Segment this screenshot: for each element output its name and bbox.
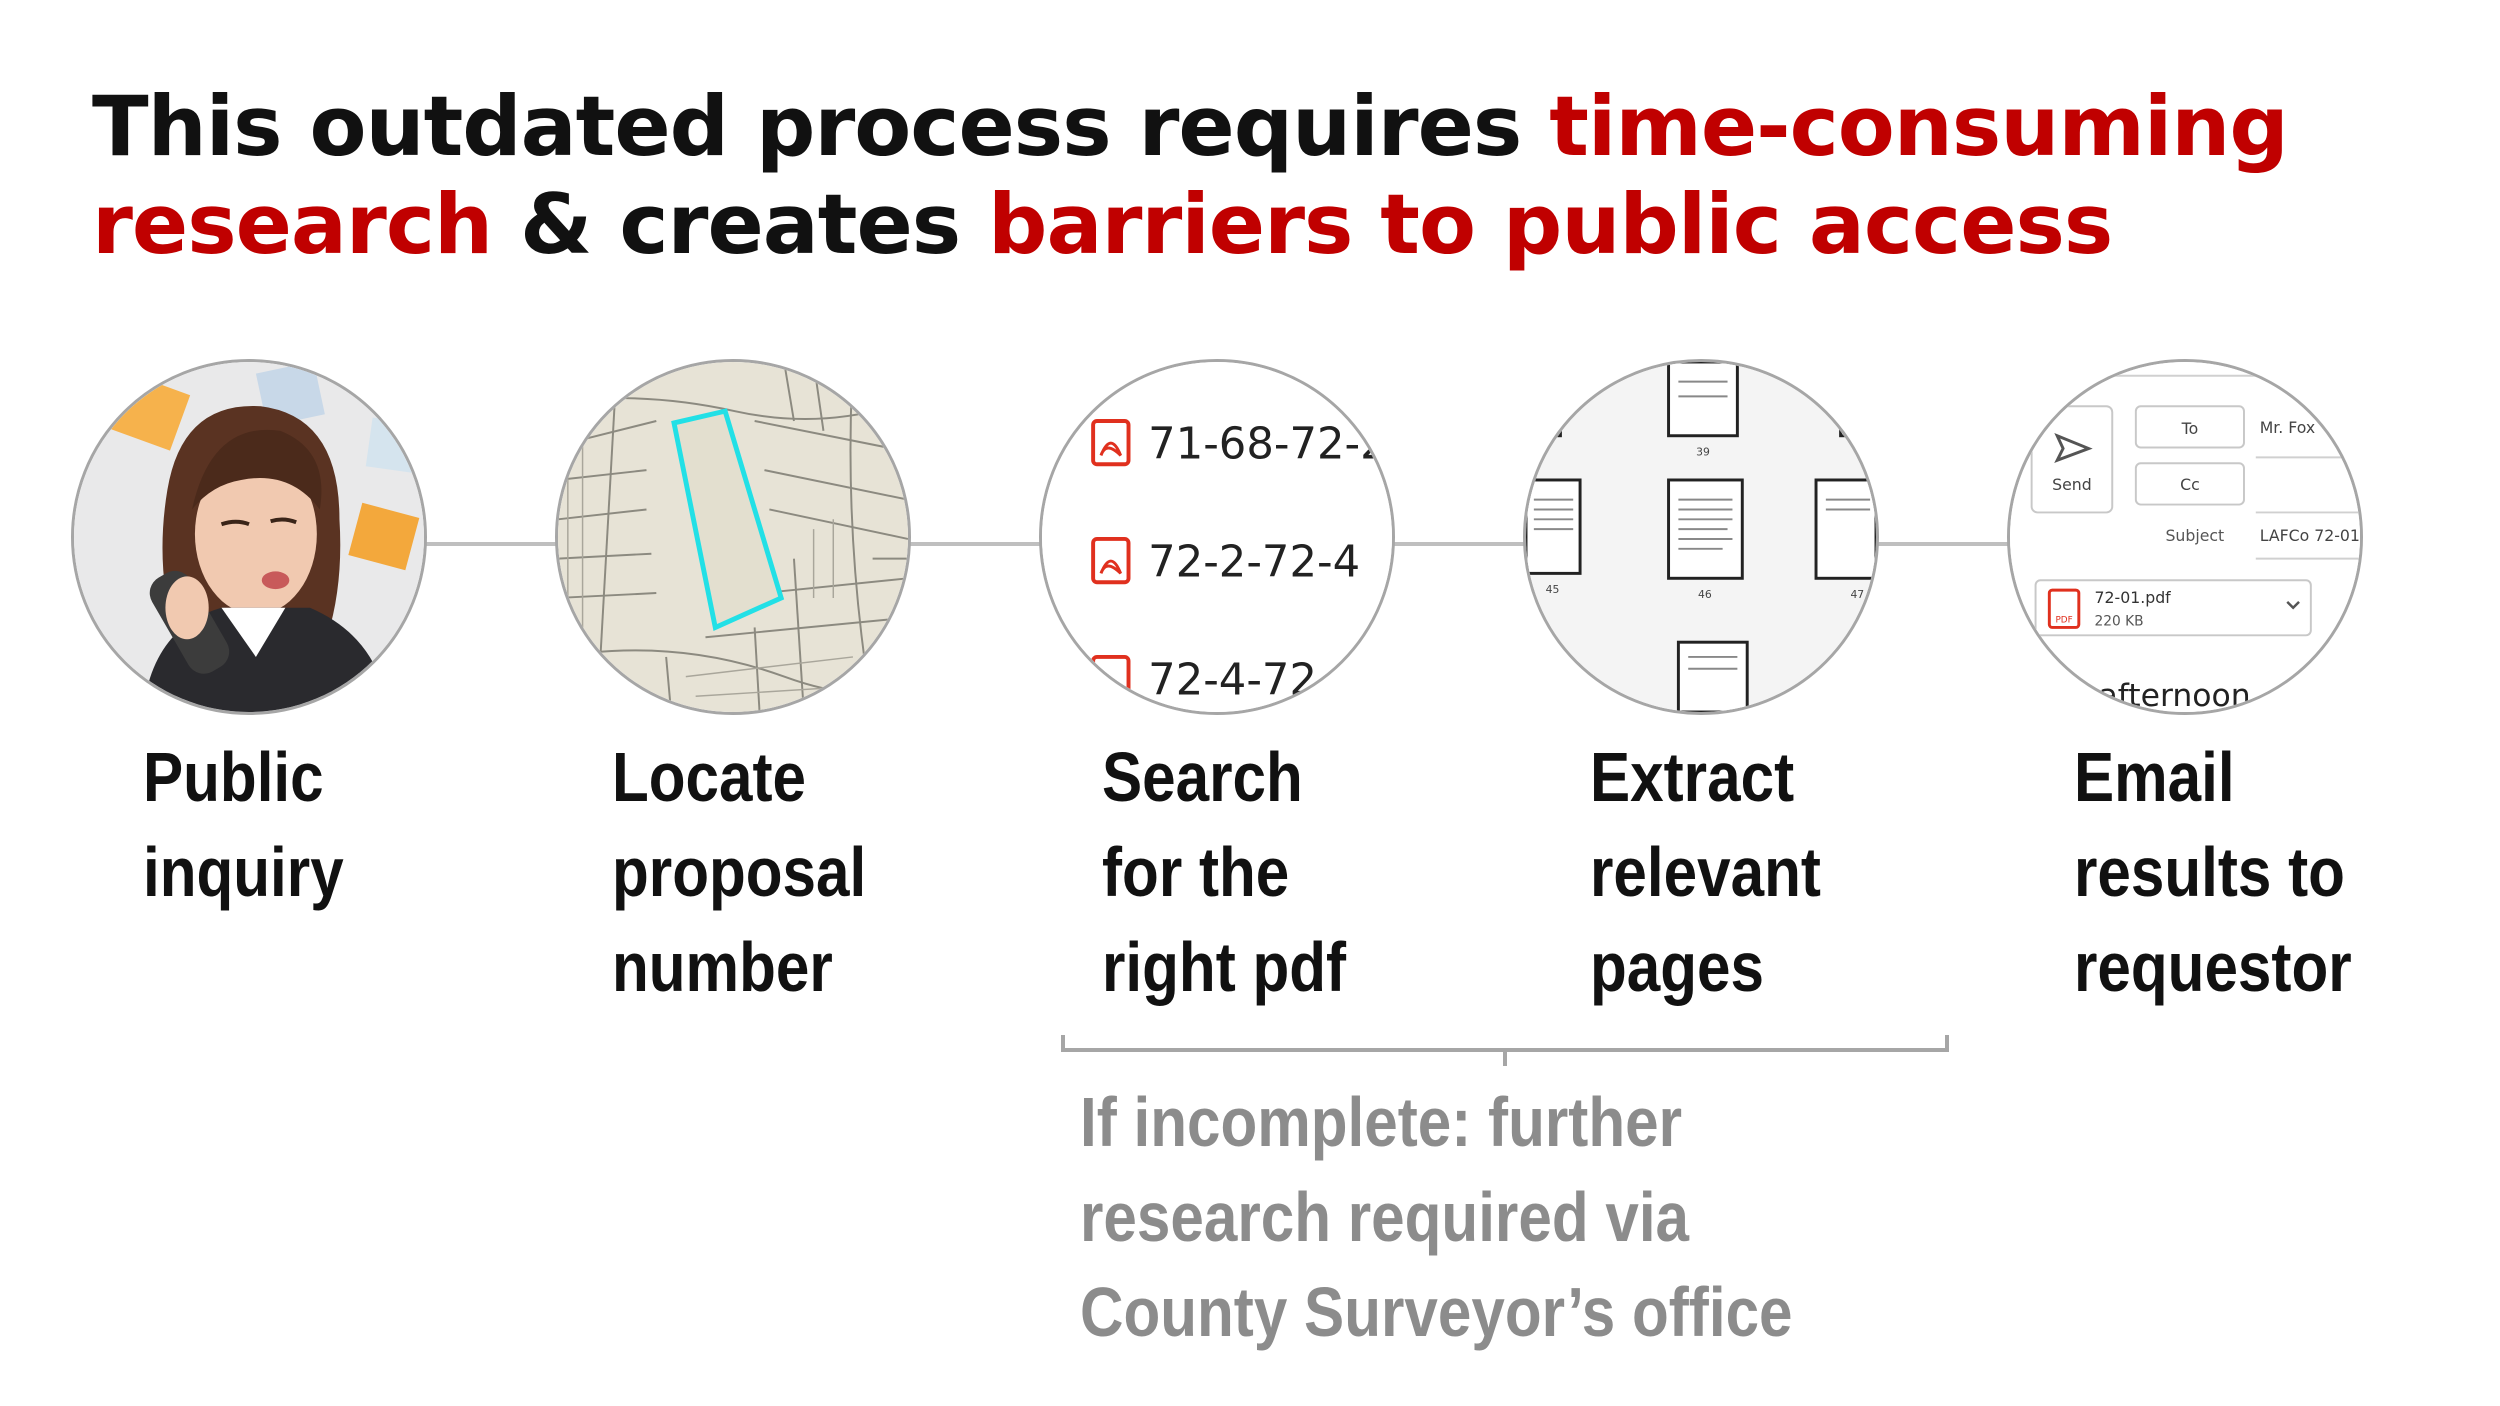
pdf-badge-label: PDF bbox=[2055, 616, 2072, 626]
step-label-line: Search bbox=[1102, 738, 1303, 816]
step-label-line: Public bbox=[143, 738, 324, 816]
title-highlight-1: time-consuming research bbox=[92, 78, 2289, 273]
step-label-line: requestor bbox=[2074, 928, 2352, 1006]
recipient-name: Mr. Fox bbox=[2260, 418, 2316, 437]
parcel-map-image bbox=[555, 359, 911, 715]
pdf-icon bbox=[1091, 419, 1131, 467]
attachment-name: 72-01.pdf bbox=[2095, 588, 2172, 607]
pdf-file-name: 71-68-72-2 bbox=[1148, 419, 1387, 469]
step-label-line: proposal bbox=[612, 833, 867, 911]
page-number: 46 bbox=[1698, 588, 1712, 601]
cc-label: Cc bbox=[2180, 475, 2200, 494]
title-part-1: This outdated process requires bbox=[92, 78, 1550, 175]
pdf-icon bbox=[1091, 654, 1131, 703]
step-label-extract-pages: Extract relevant pages bbox=[1590, 730, 1821, 1015]
title-highlight-2: barriers to public access bbox=[988, 176, 2113, 273]
title-part-2: & creates bbox=[492, 176, 989, 273]
page-number: 45 bbox=[1546, 583, 1560, 596]
pdf-file-name: 72-2-72-4 bbox=[1148, 537, 1360, 587]
page-thumbnails-graphic: 39 45 46 47 bbox=[1526, 362, 1876, 712]
public-inquiry-photo bbox=[71, 359, 427, 715]
page-number: 39 bbox=[1696, 445, 1710, 458]
step-label-line: for the bbox=[1102, 833, 1290, 911]
bracket-connector bbox=[1061, 1035, 1949, 1066]
send-icon bbox=[2054, 432, 2093, 464]
step-label-public-inquiry: Public inquiry bbox=[143, 730, 344, 920]
step-label-line: Extract bbox=[1590, 738, 1795, 816]
page-number: 47 bbox=[1850, 588, 1864, 601]
subject-value: LAFCo 72-01 bbox=[2260, 526, 2360, 545]
pdf-attachment-icon bbox=[2047, 588, 2081, 629]
step-label-search-pdf: Search for the right pdf bbox=[1102, 730, 1346, 1015]
pdf-file-list-graphic: 71-68-72-2 72-2-72-4 72-4-72 bbox=[1042, 362, 1392, 712]
email-compose-image: Send To Cc Mr. Fox Subject LAFCo 72-01 P… bbox=[2007, 359, 2363, 715]
send-button bbox=[2030, 405, 2114, 514]
pdf-file-list-image: 71-68-72-2 72-2-72-4 72-4-72 bbox=[1039, 359, 1395, 715]
to-label: To bbox=[2181, 419, 2199, 438]
highlighted-parcel-boundary bbox=[671, 408, 785, 631]
step-label-line: right pdf bbox=[1102, 928, 1347, 1006]
note-line: research required via bbox=[1080, 1178, 1690, 1256]
note-line: If incomplete: further bbox=[1080, 1083, 1683, 1161]
incomplete-note: If incomplete: further research required… bbox=[1080, 1075, 1793, 1360]
chevron-down-icon bbox=[2286, 601, 2300, 610]
parcel-map-graphic bbox=[558, 362, 908, 712]
step-label-line: results to bbox=[2074, 833, 2345, 911]
slide-title: This outdated process requires time-cons… bbox=[92, 78, 2472, 274]
step-label-locate-proposal: Locate proposal number bbox=[612, 730, 866, 1015]
woman-on-phone-image bbox=[74, 362, 424, 712]
step-label-line: pages bbox=[1590, 928, 1764, 1006]
step-label-line: inquiry bbox=[143, 833, 344, 911]
send-label: Send bbox=[2052, 475, 2092, 494]
cc-button bbox=[2134, 462, 2245, 506]
email-compose-graphic: Send To Cc Mr. Fox Subject LAFCo 72-01 P… bbox=[2010, 362, 2360, 712]
pdf-file-name: 72-4-72 bbox=[1148, 655, 1317, 705]
step-label-line: relevant bbox=[1590, 833, 1821, 911]
step-label-line: Locate bbox=[612, 738, 807, 816]
attachment-card bbox=[2034, 579, 2312, 637]
note-line: County Surveyor’s office bbox=[1080, 1273, 1793, 1351]
step-label-line: Email bbox=[2074, 738, 2235, 816]
page-thumbnails-image: 39 45 46 47 bbox=[1523, 359, 1879, 715]
to-button bbox=[2134, 405, 2245, 449]
step-label-line: number bbox=[612, 928, 833, 1006]
subject-label: Subject bbox=[2165, 526, 2224, 545]
step-label-email-results: Email results to requestor bbox=[2074, 730, 2352, 1015]
pdf-icon bbox=[1091, 537, 1131, 585]
email-body-text: afternoon bbox=[2098, 678, 2250, 712]
attachment-size: 220 KB bbox=[2095, 613, 2144, 629]
